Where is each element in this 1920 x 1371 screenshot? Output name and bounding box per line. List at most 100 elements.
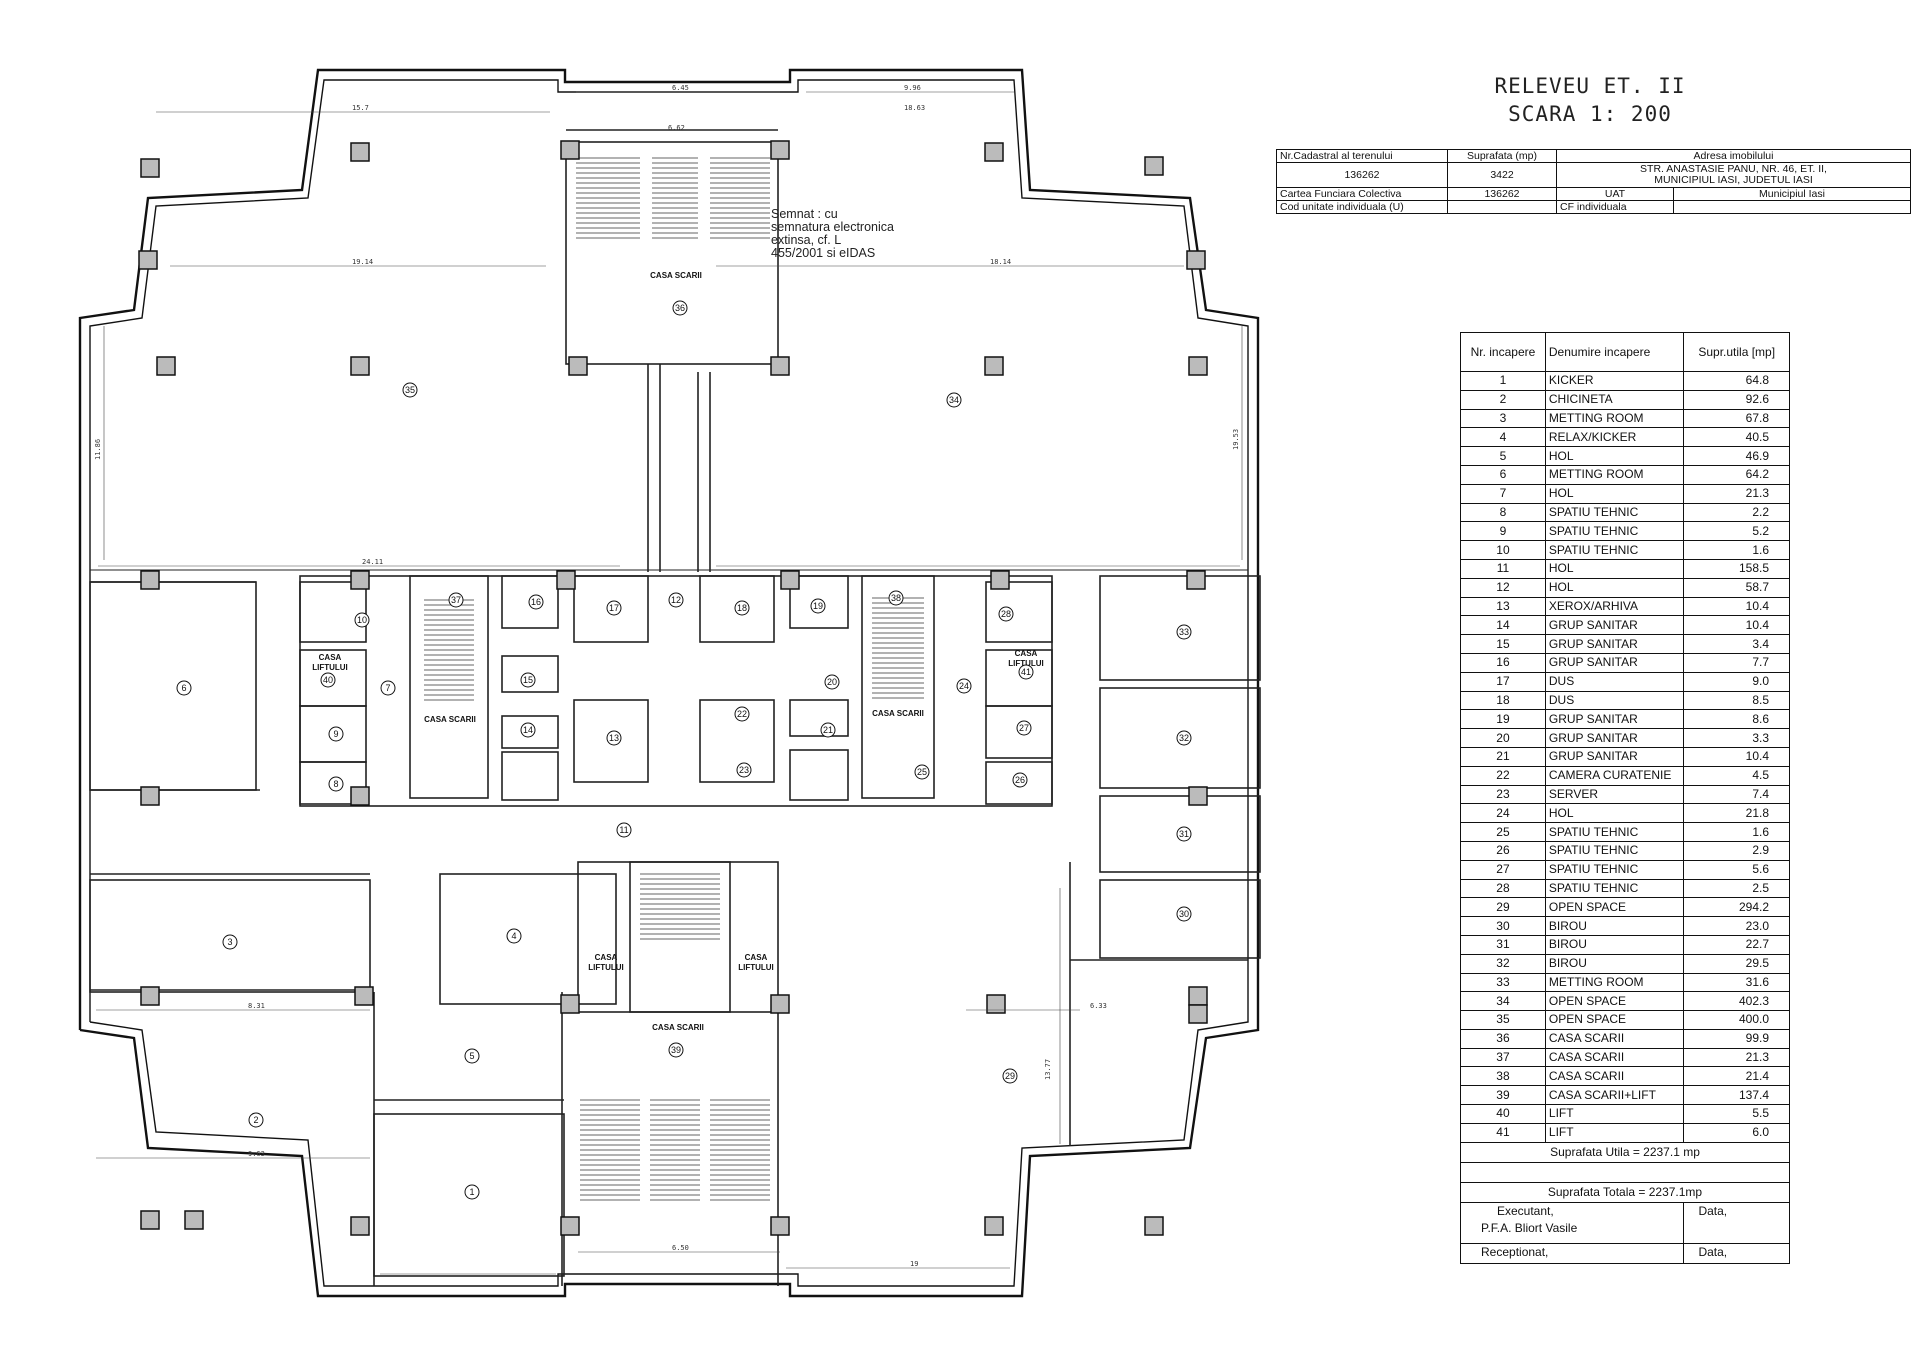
room-marker-circle xyxy=(222,934,238,950)
value-nr-cadastral: 136262 xyxy=(1276,162,1448,188)
room-nr: 19 xyxy=(1460,709,1546,730)
drawing-scale: SCARA 1: 200 xyxy=(1508,102,1672,126)
room-area: 5.5 xyxy=(1683,1104,1790,1124)
room-nr: 2 xyxy=(1460,389,1546,410)
room-name: GRUP SANITAR xyxy=(1544,615,1685,636)
room-nr: 18 xyxy=(1460,690,1546,711)
dim-top-left: 15.7 xyxy=(352,104,369,112)
column xyxy=(350,142,370,162)
room-area: 67.8 xyxy=(1683,408,1790,429)
header-suprafata-utila: Supr.utila [mp] xyxy=(1683,332,1790,372)
room-name: HOL xyxy=(1544,803,1685,824)
room-name: OPEN SPACE xyxy=(1544,897,1685,918)
lift-label-39a-a: CASA xyxy=(595,953,618,962)
stair-core-top xyxy=(565,141,779,365)
room-marker-circle xyxy=(520,722,536,738)
signature-line-1: Semnat : cu xyxy=(771,207,838,221)
room-nr: 30 xyxy=(1460,916,1546,936)
dim-mid-span: 24.11 xyxy=(362,558,383,566)
room-area: 22.7 xyxy=(1683,934,1790,955)
room-nr: 26 xyxy=(1460,840,1546,861)
room-name: SPATIU TEHNIC xyxy=(1544,521,1685,542)
room-nr: 7 xyxy=(1460,483,1546,504)
signature-line-2: semnatura electronica xyxy=(771,220,894,234)
stair-label-37: CASA SCARII xyxy=(424,715,476,724)
room-marker-14: 14 xyxy=(520,722,536,738)
room-area: 10.4 xyxy=(1683,615,1790,636)
room-area: 8.5 xyxy=(1683,690,1790,711)
executant-cell: Executant, P.F.A. Bliort Vasile xyxy=(1459,1201,1685,1244)
header-nr-incapere: Nr. incapere xyxy=(1460,332,1546,372)
room-marker-label: 33 xyxy=(1179,627,1189,637)
room-name: CAMERA CURATENIE xyxy=(1544,765,1685,786)
room-marker-circle xyxy=(616,822,632,838)
lift-label-40-a: CASA xyxy=(319,653,342,662)
room-nr: 36 xyxy=(1460,1028,1546,1049)
room-marker-label: 12 xyxy=(671,595,681,605)
stair-label-38: CASA SCARII xyxy=(872,709,924,718)
value-cf-colectiva: 136262 xyxy=(1447,187,1557,201)
room-nr: 35 xyxy=(1460,1010,1546,1030)
room-marker-circle xyxy=(1018,664,1034,680)
room-name: HOL xyxy=(1544,446,1685,466)
dim-bottom-span: 19 xyxy=(910,1260,918,1268)
room-area: 1.6 xyxy=(1683,540,1790,560)
room-area: 137.4 xyxy=(1683,1085,1790,1106)
room-marker-label: 8 xyxy=(333,779,338,789)
room-marker-circle xyxy=(1176,624,1192,640)
room-marker-circle xyxy=(328,776,344,792)
column xyxy=(140,1210,160,1230)
room-area: 21.4 xyxy=(1683,1066,1790,1087)
dim-room3-w: 8.31 xyxy=(248,1002,265,1010)
room-name: LIFT xyxy=(1544,1122,1685,1143)
room-marker-circle xyxy=(464,1184,480,1200)
total-totala-row: Suprafata Totala = 2237.1mp xyxy=(1460,1181,1790,1203)
room-name: SPATIU TEHNIC xyxy=(1544,502,1685,523)
room-marker-circle xyxy=(528,594,544,610)
room-marker-35: 35 xyxy=(402,382,418,398)
room-area: 158.5 xyxy=(1683,558,1790,579)
column xyxy=(560,994,580,1014)
room-marker-circle xyxy=(820,722,836,738)
lift-label-40-b: LIFTULUI xyxy=(312,663,348,672)
room-marker-12: 12 xyxy=(668,592,684,608)
room-area: 6.0 xyxy=(1683,1122,1790,1143)
room-nr: 37 xyxy=(1460,1047,1546,1068)
room-area: 9.0 xyxy=(1683,671,1790,692)
room-name: GRUP SANITAR xyxy=(1544,634,1685,654)
room-area: 4.5 xyxy=(1683,765,1790,786)
blank-row xyxy=(1460,1161,1790,1183)
inner-wall-outline xyxy=(89,79,1249,1287)
executant-data: Data, xyxy=(1683,1201,1790,1244)
room-marker-3: 3 xyxy=(222,934,238,950)
column xyxy=(138,250,158,270)
room-name: SPATIU TEHNIC xyxy=(1544,540,1685,560)
column xyxy=(770,356,790,376)
room-nr: 13 xyxy=(1460,596,1546,617)
outer-wall-outline xyxy=(78,68,1260,1298)
room-marker-1: 1 xyxy=(464,1184,480,1200)
room-nr: 11 xyxy=(1460,558,1546,579)
room-name: HOL xyxy=(1544,558,1685,579)
room-nr: 6 xyxy=(1460,464,1546,485)
column xyxy=(770,1216,790,1236)
stair-treads xyxy=(424,157,924,1201)
column xyxy=(984,1216,1004,1236)
dim-top-stair: 6.45 xyxy=(672,84,689,92)
room-marker-label: 9 xyxy=(333,729,338,739)
dimension-lines xyxy=(96,91,1243,1275)
room-area: 31.6 xyxy=(1683,972,1790,993)
room-area: 7.7 xyxy=(1683,652,1790,673)
room-marker-31: 31 xyxy=(1176,826,1192,842)
